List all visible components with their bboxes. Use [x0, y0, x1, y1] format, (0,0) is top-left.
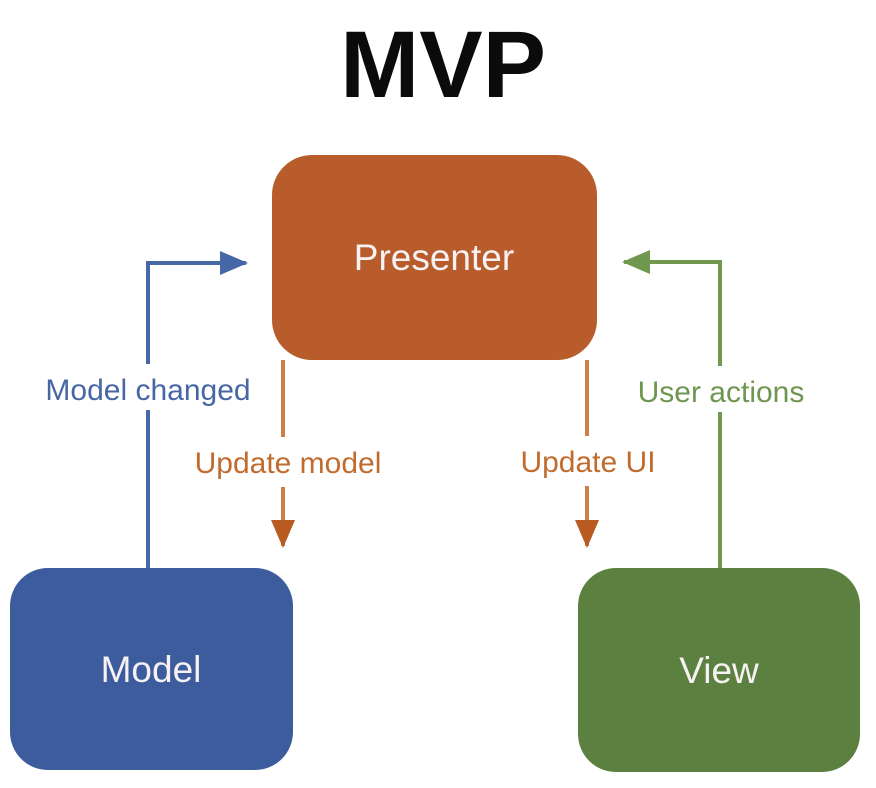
- presenter-node-label: Presenter: [354, 237, 514, 278]
- edge-label-update-ui: Update UI: [520, 446, 655, 479]
- presenter-node: [272, 155, 597, 360]
- edge-user-actions: [622, 250, 722, 568]
- edge-model-changed: [146, 251, 248, 568]
- edge-label-bg-update-model: [165, 437, 411, 487]
- model-node: [10, 568, 293, 770]
- edge-label-bg-model-changed: [28, 364, 272, 410]
- model-node-label: Model: [101, 649, 202, 690]
- edge-label-user-actions: User actions: [638, 376, 805, 409]
- diagram-title: MVP: [340, 12, 546, 118]
- view-node: [578, 568, 860, 772]
- view-node-label: View: [679, 650, 759, 691]
- edge-label-model-changed: Model changed: [45, 374, 250, 407]
- edge-label-update-model: Update model: [195, 447, 382, 480]
- edge-label-bg-update-ui: [500, 436, 676, 486]
- edge-label-bg-user-actions: [620, 366, 822, 412]
